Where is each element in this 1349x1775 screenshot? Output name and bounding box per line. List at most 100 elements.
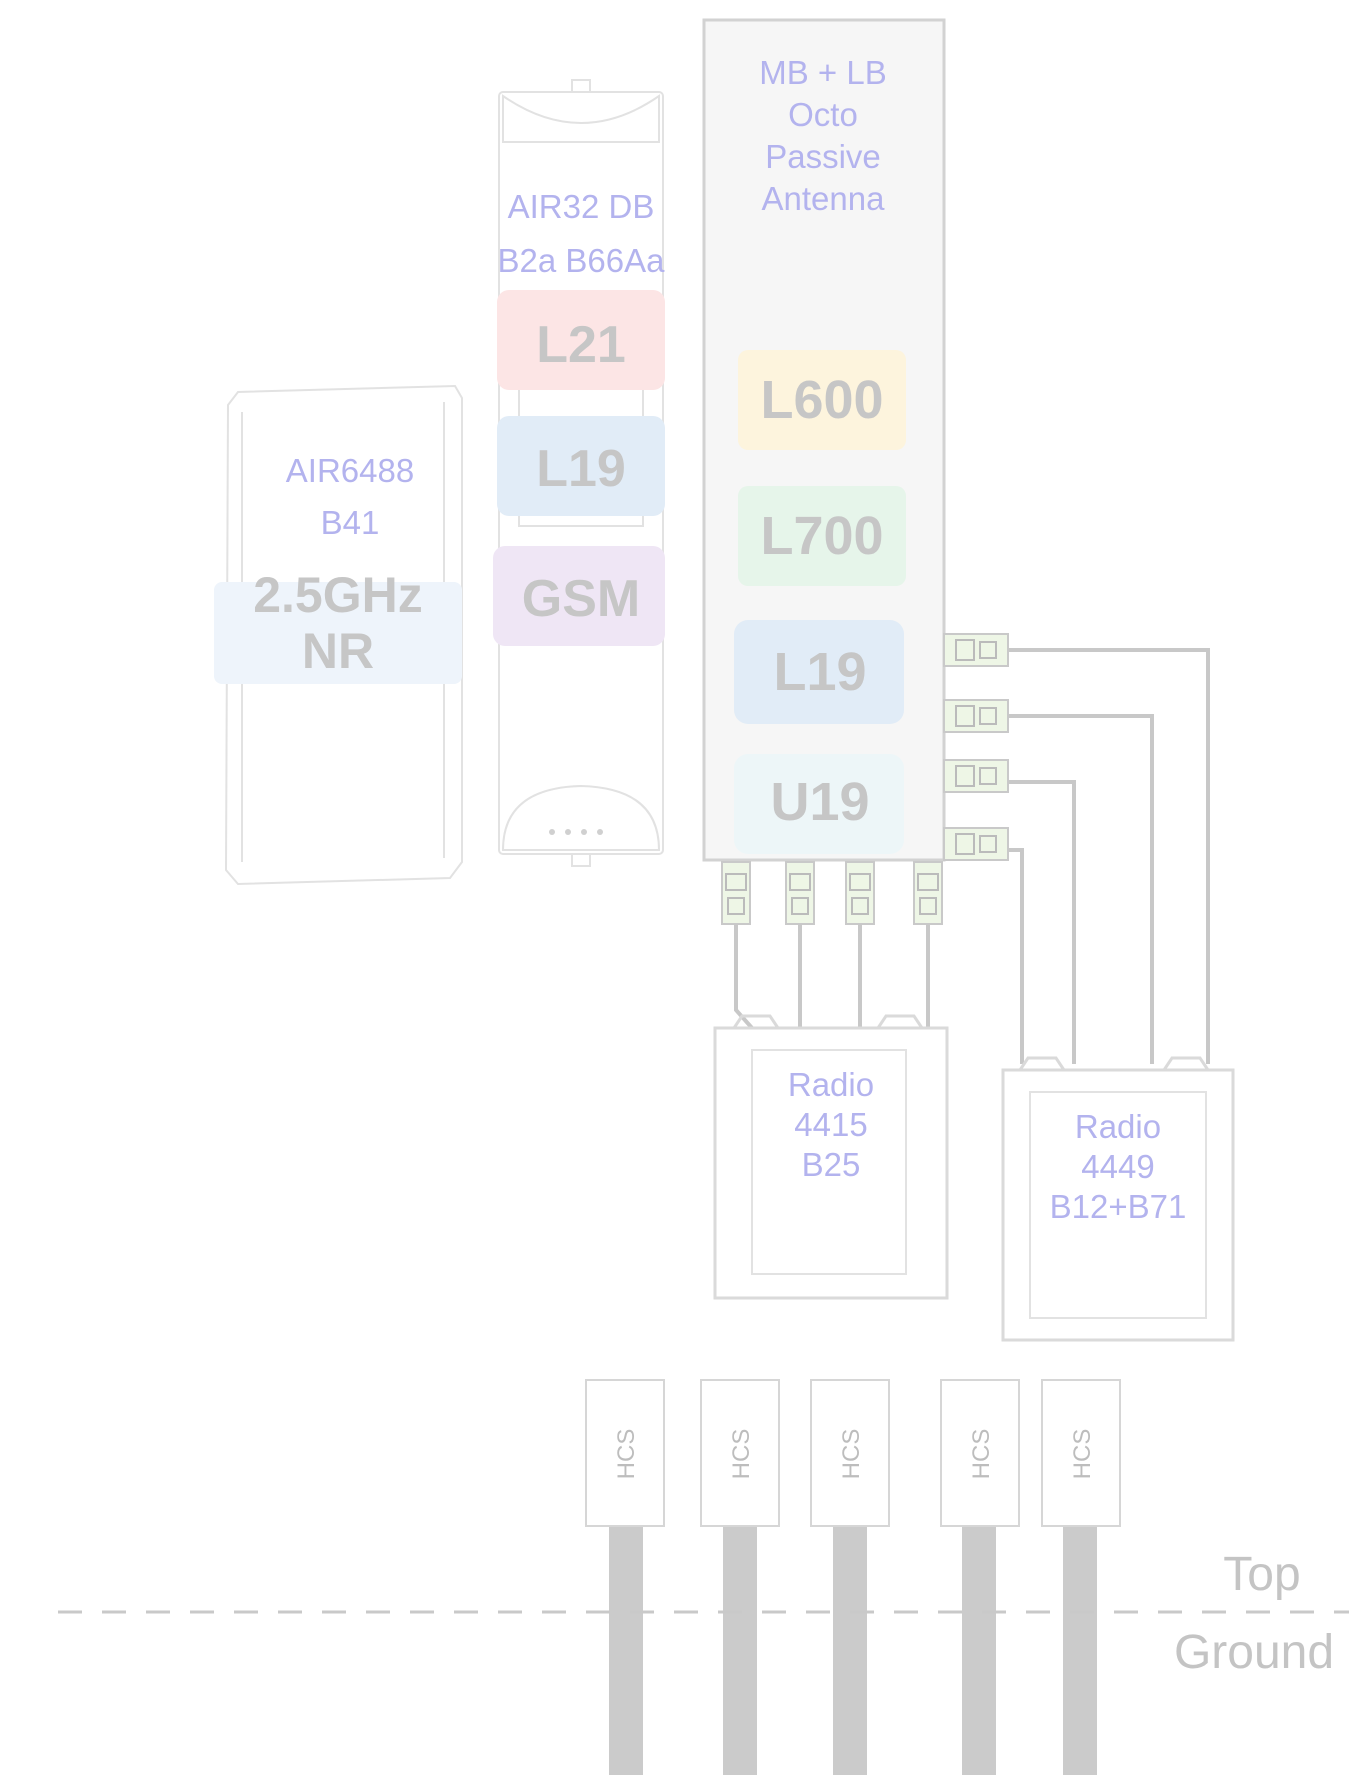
radio-4449-handle: [1018, 1056, 1066, 1071]
side-connector-nut: [955, 639, 975, 661]
bottom-connector-3: [845, 861, 875, 925]
octo-antenna: MB + LB Octo Passive Antenna L600 L700 L…: [702, 18, 946, 862]
side-connector-nut: [979, 707, 997, 725]
air32-band-l21: L21: [536, 316, 626, 374]
side-connector-4: [943, 827, 1009, 861]
radio-4449-body: [1001, 1068, 1235, 1342]
side-connector-nut: [979, 641, 997, 659]
jumper-cable: [734, 924, 754, 1030]
radio-4415-inner: [751, 1049, 907, 1275]
bottom-connector-4: [913, 861, 943, 925]
hcs-label: HCS: [728, 1429, 755, 1480]
jumper-cable: [1008, 714, 1154, 1064]
side-connector-nut: [979, 835, 997, 853]
radio-4449-inner: [1029, 1091, 1207, 1319]
hcs-feeders: HCS HCS HCS HCS HCS: [585, 1379, 1121, 1775]
antenna-side-connectors: [943, 633, 1009, 861]
radio-4449-label-line-2: 4449: [1081, 1148, 1154, 1185]
cables-to-radio-4415: [734, 924, 930, 1030]
air6488-unit: AIR6488 B41 2.5GHz NR: [214, 384, 463, 886]
bottom-connector-nut: [849, 873, 871, 891]
radio-4415-body: [713, 1026, 949, 1300]
side-connector-body: [943, 699, 1009, 733]
radio-4449-label-line-3: B12+B71: [1050, 1188, 1187, 1225]
air32-bottom-mount: [571, 853, 591, 867]
octo-band-box-l700: [738, 486, 906, 586]
air32-band-gsm: GSM: [522, 570, 640, 628]
hcs-label: HCS: [968, 1429, 995, 1480]
cables-to-radio-4449: [1008, 648, 1210, 1064]
air32-label-line-1: AIR32 DB: [508, 188, 655, 225]
radio-4415-label-line-2: 4415: [794, 1106, 867, 1143]
radio-4415-handle: [732, 1014, 780, 1029]
octo-band-box-u19: [734, 754, 904, 854]
air32-unit: AIR32 DB B2a B66Aa L21 L19 GSM: [493, 79, 666, 867]
air6488-label-line-1: AIR6488: [286, 452, 414, 489]
radio-4449-label-line-1: Radio: [1075, 1108, 1161, 1145]
air32-band-box-l21: [497, 290, 665, 390]
air32-band-box-gsm: [493, 546, 665, 646]
air32-top-cap: [502, 94, 660, 143]
octo-band-l19: L19: [773, 642, 866, 702]
side-connector-3: [943, 759, 1009, 793]
hcs-box: [940, 1379, 1020, 1527]
air32-port-dot: [549, 829, 555, 835]
feeder-cable: [723, 1524, 757, 1775]
radio-4415: Radio 4415 B25: [713, 1014, 949, 1300]
feeder-cable: [1063, 1524, 1097, 1775]
octo-band-l700: L700: [760, 506, 883, 566]
air32-label-line-2: B2a B66Aa: [498, 242, 666, 279]
ground-label: Ground: [1174, 1626, 1334, 1679]
bottom-connector-nut: [917, 873, 939, 891]
octo-band-box-l19: [734, 620, 904, 724]
hcs-box: [585, 1379, 665, 1527]
feeder-cable: [609, 1524, 643, 1775]
jumper-cable: [1008, 780, 1076, 1064]
bottom-connector-nut: [789, 873, 811, 891]
air32-top-mount: [571, 79, 591, 93]
air6488-body: [224, 384, 463, 886]
hcs-unit-3: HCS: [810, 1379, 890, 1527]
hcs-box: [1041, 1379, 1121, 1527]
radio-4449: Radio 4449 B12+B71: [1001, 1056, 1235, 1342]
radio-4449-handle: [1162, 1056, 1210, 1071]
bottom-connector-nut: [851, 897, 869, 915]
air6488-label-line-2: B41: [321, 504, 380, 541]
bottom-connector-1: [721, 861, 751, 925]
side-connector-body: [943, 827, 1009, 861]
octo-label-line-2: Octo: [788, 96, 858, 133]
air32-band-box-l19: [497, 416, 665, 516]
jumper-cable: [1008, 848, 1024, 1064]
air32-band-l19: L19: [536, 440, 626, 498]
level-divider: Top Ground: [58, 1548, 1349, 1679]
air6488-band-box: [214, 582, 462, 684]
antenna-bottom-connectors: [721, 861, 943, 925]
hcs-label: HCS: [1069, 1429, 1096, 1480]
hcs-box: [700, 1379, 780, 1527]
bottom-connector-nut: [725, 873, 747, 891]
hcs-unit-2: HCS: [700, 1379, 780, 1527]
side-connector-body: [943, 633, 1009, 667]
hcs-label: HCS: [838, 1429, 865, 1480]
side-connector-nut: [955, 765, 975, 787]
bottom-connector-nut: [919, 897, 937, 915]
hcs-box: [810, 1379, 890, 1527]
feeder-cable: [833, 1524, 867, 1775]
hcs-unit-5: HCS: [1041, 1379, 1121, 1527]
bottom-connector-nut: [727, 897, 745, 915]
hcs-unit-4: HCS: [940, 1379, 1020, 1527]
side-connector-2: [943, 699, 1009, 733]
side-connector-nut: [955, 705, 975, 727]
octo-label-line-1: MB + LB: [759, 54, 886, 91]
octo-label-line-4: Antenna: [762, 180, 886, 217]
feeder-cable: [962, 1524, 996, 1775]
radio-4415-label-line-1: Radio: [788, 1066, 874, 1103]
radio-4415-handle: [876, 1014, 924, 1029]
air6488-band-line-2: NR: [302, 623, 374, 679]
hcs-unit-1: HCS: [585, 1379, 665, 1527]
octo-band-box-l600: [738, 350, 906, 450]
bottom-connector-nut: [791, 897, 809, 915]
radio-4415-label-line-3: B25: [802, 1146, 861, 1183]
side-connector-1: [943, 633, 1009, 667]
